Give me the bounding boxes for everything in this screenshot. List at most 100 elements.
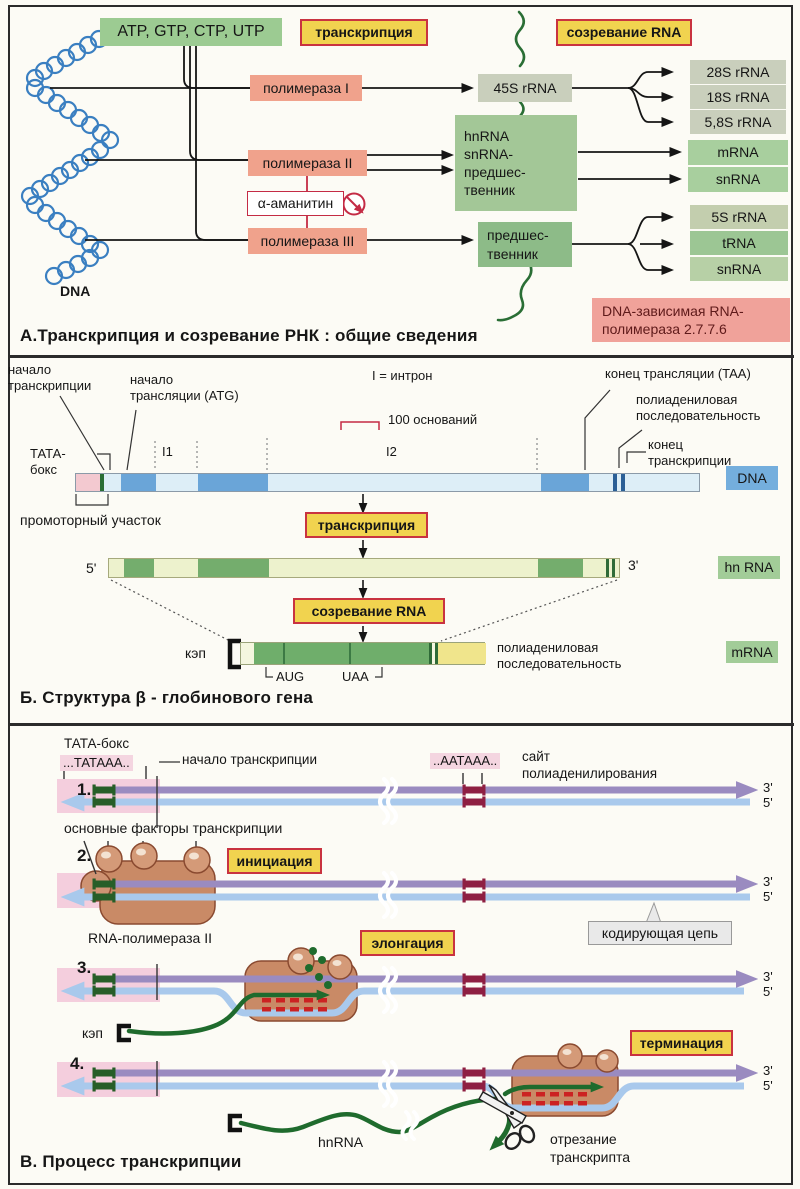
row1-3prime: 3' <box>763 780 773 795</box>
dna-coil-label: DNA <box>60 283 91 299</box>
coding-strand-label: кодирующая цепь <box>601 924 719 941</box>
start-translation-label: начало трансляции (ATG) <box>130 372 239 404</box>
row1-5prime: 5' <box>763 795 773 810</box>
gene-dna-bar <box>75 473 700 492</box>
substrate-and-template-lines <box>50 46 683 276</box>
substrates-box: ATP, GTP, CTP, UTP <box>100 18 282 46</box>
polya-signal-line2 <box>621 474 625 491</box>
rna-pol2-label: RNA-полимераза II <box>88 930 212 946</box>
mrna-polya-tail <box>438 643 486 664</box>
precursor-box: предшес- твенник <box>478 222 572 267</box>
row4-3prime: 3' <box>763 1063 773 1078</box>
dna-tag-label: DNA <box>737 469 767 486</box>
hnrna-exon3 <box>538 559 583 577</box>
polymerase-2-box: полимераза II <box>248 150 367 176</box>
substrates-label: ATP, GTP, CTP, UTP <box>117 22 265 40</box>
polymerase-1-box: полимераза I <box>250 75 362 101</box>
tata-box-c-label: ТАТА-бокс <box>64 736 130 751</box>
enzyme-label: DNA-зависимая RNA- полимераза 2.7.7.6 <box>602 302 744 337</box>
rrna18-label: 18S rRNA <box>706 88 770 105</box>
elongation-box: элонгация <box>360 930 455 956</box>
coding-strand-box: кодирующая цепь <box>588 921 732 945</box>
snrna2-label: snRNA <box>716 260 762 277</box>
gene-callout-lines <box>59 389 646 763</box>
section-divider-a-b <box>8 355 794 358</box>
section-divider-b-c <box>8 723 794 726</box>
mrna-junction2 <box>349 643 351 664</box>
hnrna-c-label: hnRNA <box>318 1134 364 1150</box>
rna-break-mark <box>400 1110 420 1141</box>
polymerase-2-label: полимераза II <box>262 154 353 171</box>
row4-5prime: 5' <box>763 1078 773 1093</box>
polya-signal-line1 <box>613 474 617 491</box>
cap-bracket-row3 <box>116 1023 131 1043</box>
maturation-header-box: созревание RNA <box>556 19 692 46</box>
exon2-segment <box>198 474 268 491</box>
cap-bracket-row4 <box>227 1113 242 1133</box>
dna-coil <box>20 22 120 286</box>
section-b-title: Б. Структура β - глобинового гена <box>20 688 314 707</box>
rrna45-label: 45S rRNA <box>493 79 557 96</box>
tata-segment <box>100 474 104 491</box>
start-transcription-label: начало транскрипции <box>8 362 92 394</box>
row3-number: 3. <box>77 958 92 977</box>
intron1-label: I1 <box>162 444 173 459</box>
transcription-step-box: транскрипция <box>305 512 428 538</box>
promoter-label: промоторный участок <box>20 512 161 528</box>
row2-3prime: 3' <box>763 874 773 889</box>
end-transcription-label: конец транскрипции <box>648 437 732 469</box>
rrna28-label: 28S rRNA <box>706 63 770 80</box>
exon3-segment <box>541 474 589 491</box>
tataaa-sequence-label: ...ТАТААА.. <box>60 755 133 772</box>
section-c-title: В. Процесс транскрипции <box>20 1152 242 1171</box>
termination-label: терминация <box>639 1034 724 1051</box>
snrna-box: snRNA <box>688 167 788 192</box>
mrna-end-line2 <box>435 643 438 664</box>
transcription-header-box: транскрипция <box>300 19 428 46</box>
aataaa-marks <box>462 784 486 1092</box>
mrna-junction1 <box>283 643 285 664</box>
maturation-step-label: созревание RNA <box>311 602 427 619</box>
termination-box: терминация <box>630 1030 733 1056</box>
hnrna-tag-box: hn RNA <box>718 556 780 579</box>
cap-bracket <box>227 638 241 670</box>
splice-converge-dotted-lines <box>110 579 618 642</box>
enzyme-box: DNA-зависимая RNA- полимераза 2.7.7.6 <box>592 298 790 342</box>
row2-5prime: 5' <box>763 889 773 904</box>
transcription-step-label: транскрипция <box>317 516 416 533</box>
nucleotide-dots <box>305 947 332 989</box>
hnrna-end-line2 <box>612 559 615 577</box>
five-prime-label: 5' <box>86 560 97 576</box>
polya-sequence-label: полиадениловая последовательность <box>636 392 761 424</box>
row2-number: 2. <box>77 846 92 865</box>
intron-boundary-dashes <box>154 438 538 471</box>
rrna58-box: 5,8S rRNA <box>690 110 786 134</box>
snrna2-box: snRNA <box>690 257 788 281</box>
precursor-label: предшес- твенник <box>487 227 549 262</box>
mrna-label: mRNA <box>717 144 759 161</box>
cap-label: кэп <box>185 645 207 661</box>
mrna-coding-segment <box>254 643 429 664</box>
hnrna-tag-label: hn RNA <box>724 559 774 576</box>
promoter-segment <box>76 474 100 491</box>
transcription-factor-circles <box>95 842 619 1073</box>
hnrna-bar <box>108 558 620 578</box>
rrna28-box: 28S rRNA <box>690 60 786 84</box>
trna-box: tRNA <box>690 231 788 255</box>
rrna45-box: 45S rRNA <box>478 74 572 102</box>
coding-strand-pointer <box>645 901 662 924</box>
three-prime-label: 3' <box>628 557 639 573</box>
polymerase-3-label: полимераза III <box>260 232 355 249</box>
hnrna-exon2 <box>198 559 269 577</box>
row3-5prime: 5' <box>763 984 773 999</box>
polya-site-label: сайт полиаденилирования <box>522 749 658 781</box>
amanitin-label: α-аманитин <box>257 195 334 212</box>
aug-uaa-ticks <box>265 667 383 678</box>
row3-3prime: 3' <box>763 969 773 984</box>
bases-legend-label: 100 оснований <box>388 412 478 427</box>
hundred-bases-bracket <box>340 421 380 430</box>
start-transcription-c-label: начало транскрипции <box>182 752 317 767</box>
tata-box-label: ТАТА- бокс <box>30 446 66 478</box>
snrna-label: snRNA <box>715 171 761 188</box>
